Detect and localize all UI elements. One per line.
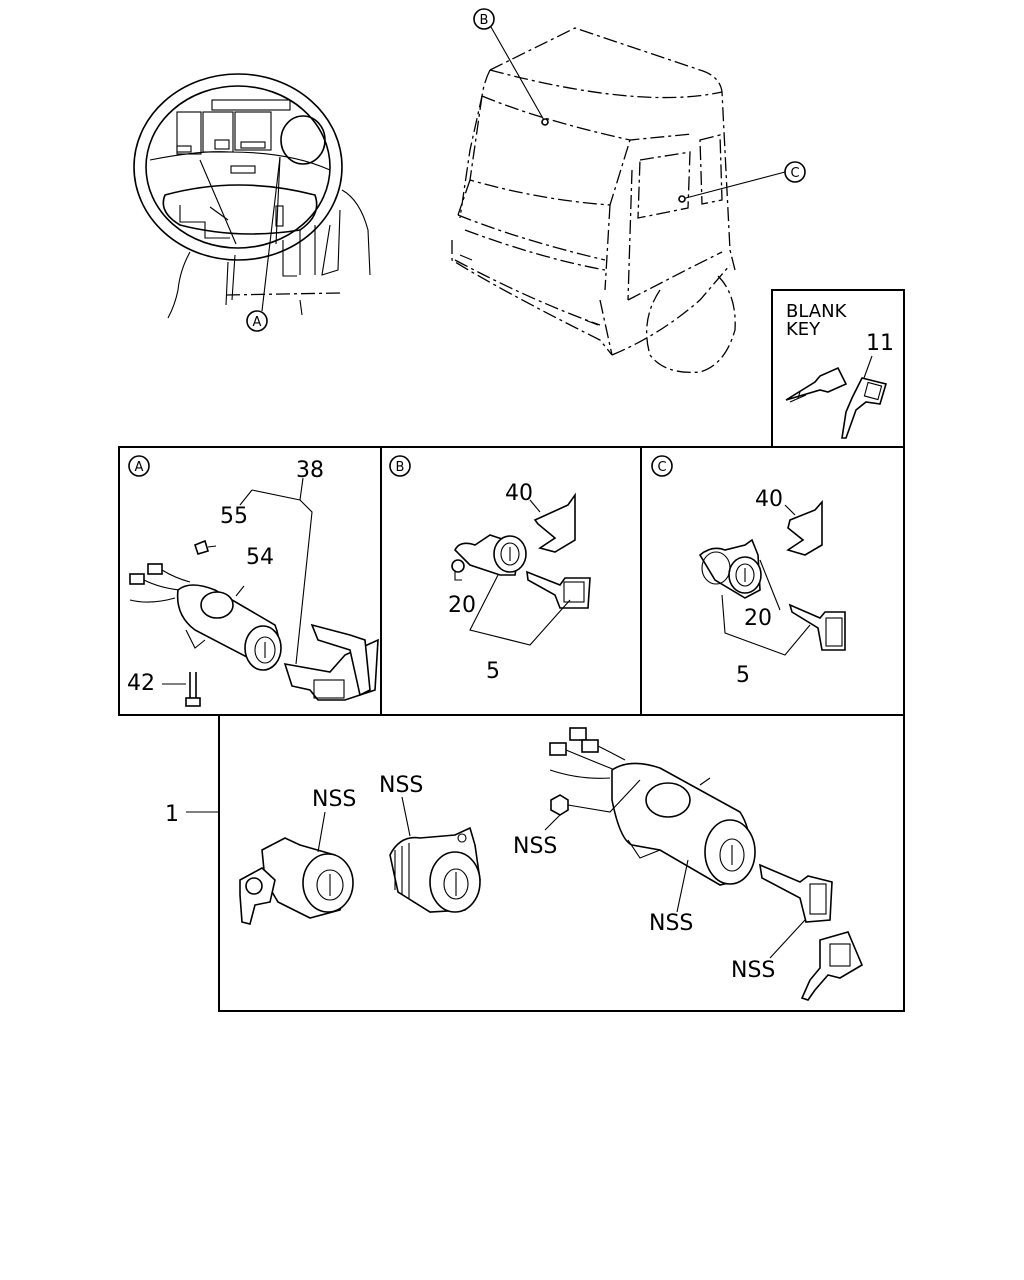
- panel-c-tag: C: [657, 460, 666, 475]
- panel-a-part-55: 55: [220, 504, 248, 529]
- blank-key-box: BLANK KEY 11: [771, 289, 905, 446]
- steering-wheel-illustration: A: [133, 73, 371, 332]
- panel-a-part-54: 54: [246, 545, 274, 570]
- callout-a-label: A: [253, 315, 262, 330]
- panel-b-part-20: 20: [448, 593, 476, 618]
- blank-key-part-number: 11: [866, 331, 894, 356]
- detail-panels-frame: [118, 446, 905, 716]
- truck-cab-illustration: B C: [451, 8, 806, 374]
- assembly-nss-5: NSS: [731, 958, 775, 983]
- blank-key-line1: BLANK: [786, 301, 848, 322]
- detail-panel-c: C 40 20 5: [651, 455, 846, 688]
- panel-b-part-40: 40: [505, 481, 533, 506]
- assembly-nss-3: NSS: [513, 834, 557, 859]
- panel-b-part-5: 5: [486, 659, 500, 684]
- assembly-box: 1 NSS NSS NSS NSS NSS: [165, 715, 905, 1012]
- assembly-nss-4: NSS: [649, 911, 693, 936]
- assembly-number: 1: [165, 802, 179, 827]
- panel-c-part-20: 20: [744, 606, 772, 631]
- panel-a-part-42: 42: [127, 671, 155, 696]
- panel-c-part-40: 40: [755, 487, 783, 512]
- callout-b-label: B: [480, 13, 489, 28]
- blank-key-line2: KEY: [786, 319, 821, 340]
- panel-a-part-38: 38: [296, 458, 324, 483]
- assembly-nss-2: NSS: [379, 773, 423, 798]
- assembly-nss-1: NSS: [312, 787, 356, 812]
- panel-a-tag: A: [135, 460, 144, 475]
- detail-panel-b: B 40 20 5: [389, 455, 591, 684]
- panel-c-part-5: 5: [736, 663, 750, 688]
- detail-panel-a: A 38 55 54 42: [127, 455, 379, 707]
- panel-b-tag: B: [396, 460, 405, 475]
- callout-c-label: C: [790, 166, 799, 181]
